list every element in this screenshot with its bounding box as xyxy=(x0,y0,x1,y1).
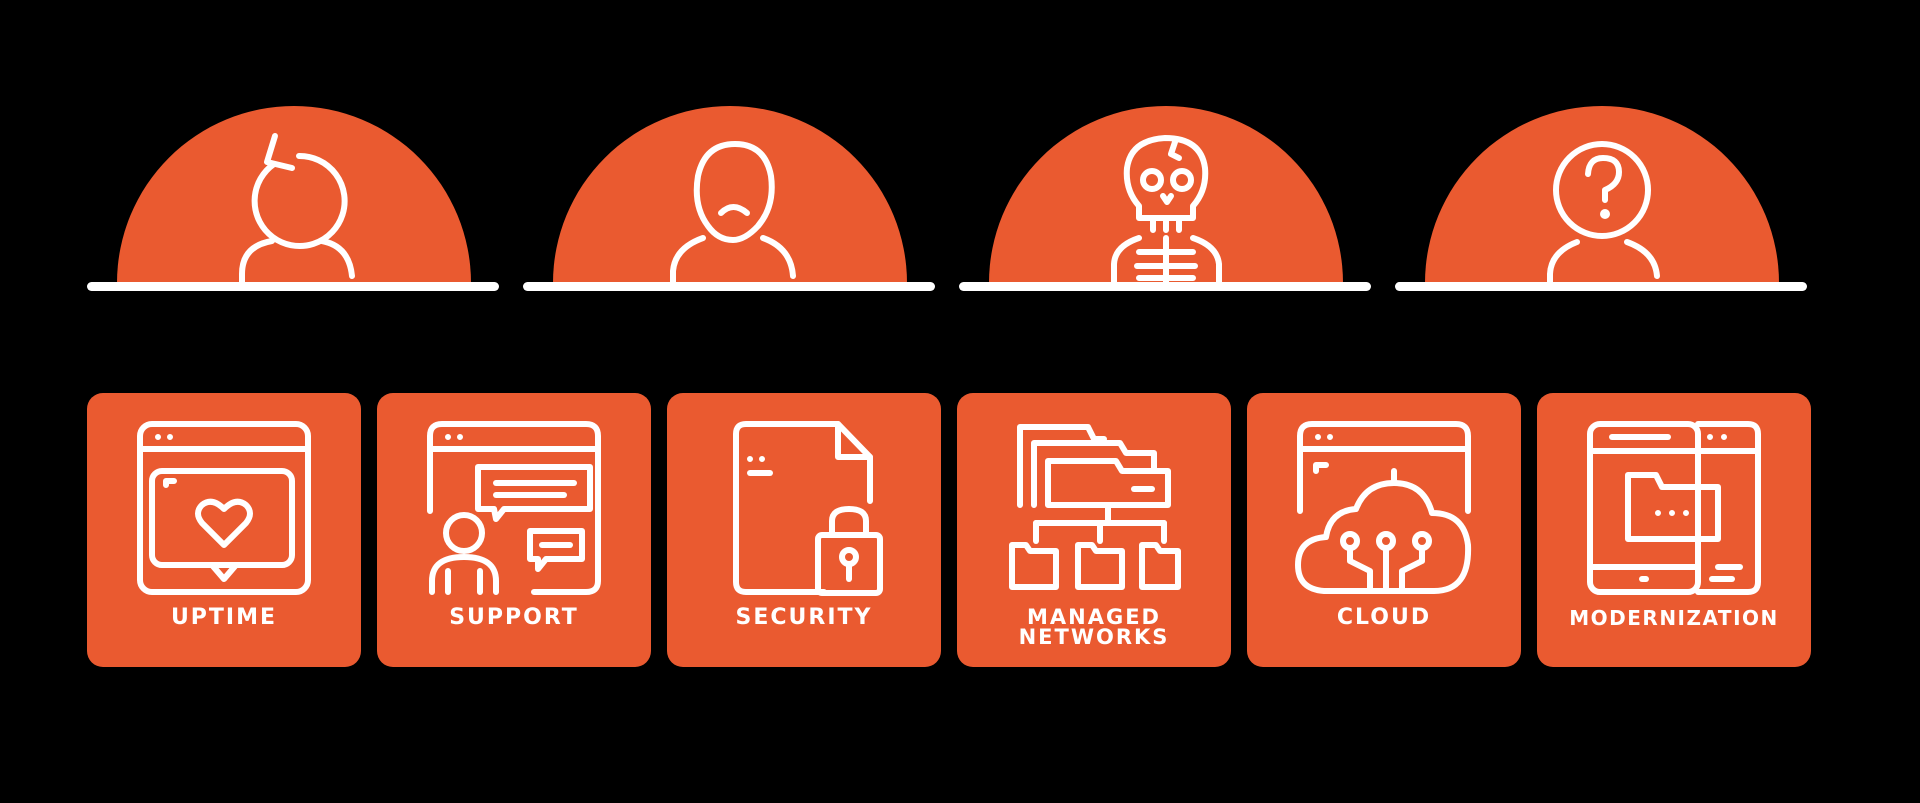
person-circular-arrow-icon xyxy=(239,133,355,283)
card-label: CLOUD xyxy=(1336,605,1432,630)
persona-baseline xyxy=(523,282,935,291)
persona-baseline xyxy=(959,282,1371,291)
persona-unsure-concern xyxy=(1395,100,1807,300)
persona-security-concern xyxy=(959,100,1371,300)
person-question-mark-icon xyxy=(1547,141,1660,283)
persona-uptime-concern xyxy=(87,100,499,300)
persona-dome xyxy=(1425,106,1779,283)
card-label-line: MANAGED xyxy=(1027,605,1161,629)
card-security[interactable]: SECURITY xyxy=(667,393,941,667)
service-card-row: UPTIME SUPPORT xyxy=(0,393,1920,668)
browser-cloud-icon xyxy=(1295,421,1472,594)
card-managed-networks[interactable]: MANAGED NETWORKS xyxy=(957,393,1231,667)
skeleton-icon xyxy=(1111,135,1222,283)
persona-dome xyxy=(553,106,907,283)
card-label: MODERNIZATION xyxy=(1569,606,1779,630)
card-label-line: NETWORKS xyxy=(1018,625,1170,649)
persona-baseline xyxy=(1395,282,1807,291)
persona-row xyxy=(0,100,1920,300)
card-label: MANAGED NETWORKS xyxy=(957,605,1231,649)
card-cloud[interactable]: CLOUD xyxy=(1247,393,1521,667)
browser-heart-icon xyxy=(137,421,311,595)
person-chat-browser-icon xyxy=(427,421,601,595)
card-label: UPTIME xyxy=(170,605,278,630)
card-modernization[interactable]: MODERNIZATION xyxy=(1537,393,1811,667)
folder-network-icon xyxy=(1009,424,1181,590)
persona-dome xyxy=(989,106,1343,283)
persona-baseline xyxy=(87,282,499,291)
document-padlock-icon xyxy=(733,421,883,596)
card-support[interactable]: SUPPORT xyxy=(377,393,651,667)
person-frowning-icon xyxy=(670,141,796,283)
persona-dome xyxy=(117,106,471,283)
card-label: SECURITY xyxy=(735,605,873,630)
card-uptime[interactable]: UPTIME xyxy=(87,393,361,667)
devices-folder-icon xyxy=(1587,421,1761,595)
persona-support-concern xyxy=(523,100,935,300)
card-label: SUPPORT xyxy=(449,605,579,630)
